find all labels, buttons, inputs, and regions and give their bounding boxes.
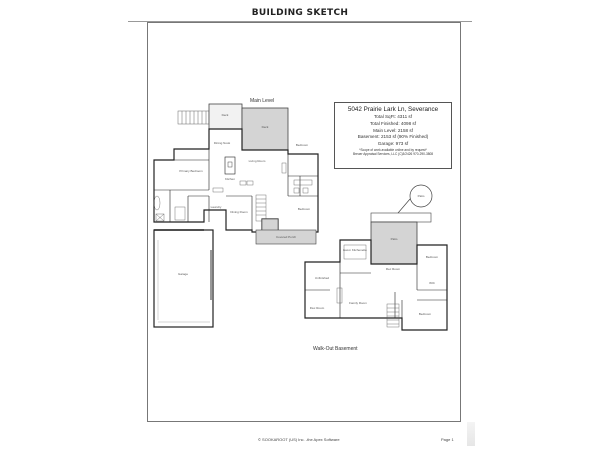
svg-text:Covered Porch: Covered Porch [276,235,296,239]
svg-text:Bedroom: Bedroom [426,255,439,259]
svg-text:Bedroom: Bedroom [296,143,309,147]
basement-stairs [386,303,400,328]
company-credit: Breuer Appraisal Services, LLC (C)3/2426… [352,152,434,157]
total-finished: Total Finished: 4098 sf [370,120,416,126]
page-number: Page 1 [441,437,454,442]
property-address: 5042 Prairie Lark Ln, Severance [347,106,439,113]
svg-text:Kitchen: Kitchen [225,177,235,181]
svg-text:Patio: Patio [418,194,425,198]
main-level-sqft: Main Level: 2158 sf [373,127,413,133]
garage-sqft: Garage: 973 sf [377,141,409,147]
svg-text:Living Room: Living Room [249,159,266,163]
deck-stairs [177,110,210,125]
main-stairs [255,194,267,222]
svg-text:Rec Room: Rec Room [386,267,401,271]
svg-text:Unfinished: Unfinished [315,276,330,280]
svg-text:Laundry: Laundry [211,205,222,209]
watermark [467,422,475,446]
basement-level-label: Walk-Out Basement [313,346,358,352]
svg-text:Dining Nook: Dining Nook [214,141,231,145]
svg-text:Deck: Deck [262,125,269,129]
page-title: BUILDING SKETCH [251,8,349,18]
scope-note: *Scope of work available online and by r… [359,147,427,152]
deck-covered [241,107,289,151]
svg-text:Family Room: Family Room [349,301,367,305]
svg-text:Eat-in Kitchenette: Eat-in Kitchenette [343,248,367,252]
svg-text:Primary Bedroom: Primary Bedroom [179,169,203,173]
svg-text:Dining Room: Dining Room [230,210,248,214]
total-sqft: Total SqFt: 4311 sf [374,114,412,119]
basement-sqft: Basement: 2153 sf (90% Finished) [357,134,429,140]
svg-text:Patio: Patio [391,237,398,241]
covered-porch [255,229,317,245]
svg-text:Bedroom: Bedroom [298,207,311,211]
svg-text:Bedroom: Bedroom [419,312,432,316]
summary-box: 5042 Prairie Lark Ln, Severance Total Sq… [334,102,452,169]
sketch-frame [147,22,461,422]
title-divider [128,21,472,22]
svg-text:Flex Room: Flex Room [310,306,325,310]
footer-copyright: © SOOKAROOT (US) Inc. -the Apex Software [258,437,340,442]
garage [153,229,214,328]
svg-text:WIC: WIC [429,281,436,285]
svg-text:Deck: Deck [222,113,229,117]
svg-text:Garage: Garage [178,272,188,276]
main-level-label: Main Level [250,98,275,104]
